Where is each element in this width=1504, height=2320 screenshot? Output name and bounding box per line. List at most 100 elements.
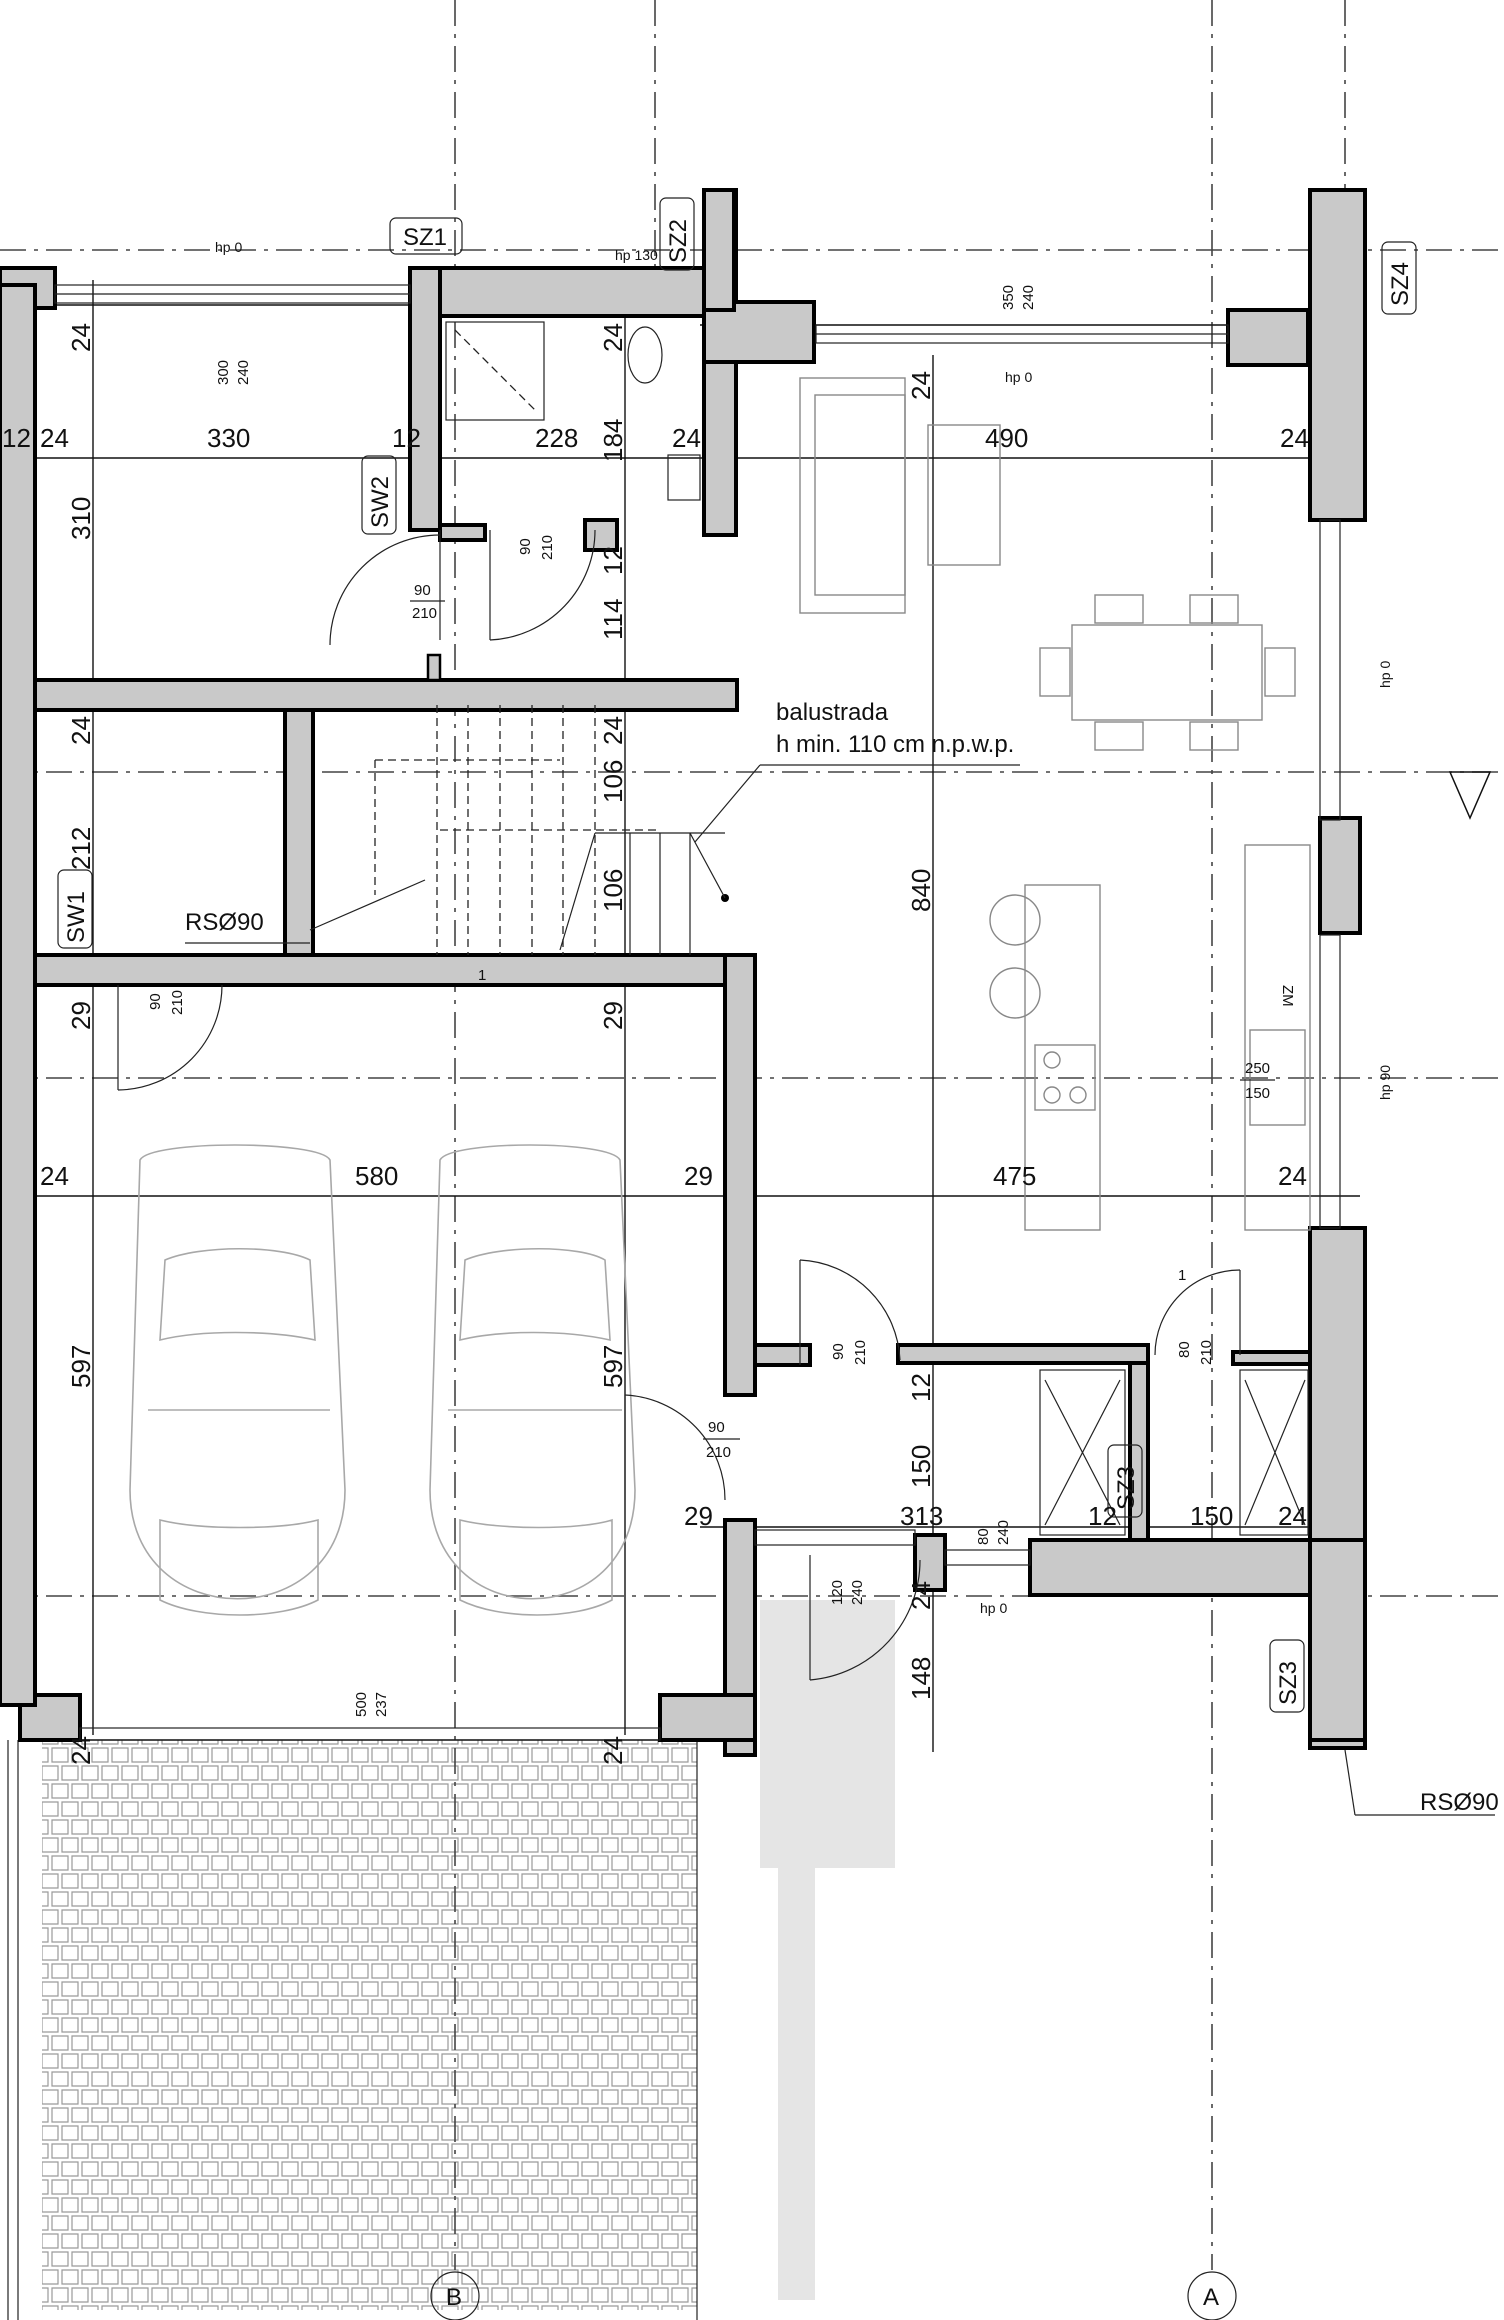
dim-330: 330 xyxy=(207,423,250,453)
living-furniture xyxy=(799,377,1311,1231)
dimension-labels: 24 24 24 12 24 330 12 228 184 24 490 24 … xyxy=(2,323,1309,1765)
dim-29-bottom: 29 xyxy=(684,1501,713,1531)
tag-sz3-bottom: SZ3 xyxy=(1275,1661,1302,1705)
dim-24-kitchen: 24 xyxy=(1278,1161,1307,1191)
notes: balustrada h min. 110 cm n.p.w.p. RSØ90 … xyxy=(185,699,1499,1816)
toilet xyxy=(627,326,663,384)
dim-212: 212 xyxy=(66,827,96,870)
dim-310: 310 xyxy=(66,497,96,540)
dim-24-bottom-right: 24 xyxy=(598,1736,628,1765)
win-250: 250 xyxy=(1245,1060,1270,1077)
dim-29-right: 29 xyxy=(598,1001,628,1030)
dim-475: 475 xyxy=(993,1161,1036,1191)
dim-29-left: 29 xyxy=(66,1001,96,1030)
terrace-area-lower xyxy=(778,1600,895,2300)
win-300-h: 240 xyxy=(235,360,252,385)
dim-12-bottom: 12 xyxy=(1088,1501,1117,1531)
balustrada-line1: balustrada xyxy=(776,699,889,726)
dim-24-stair: 24 xyxy=(598,716,628,745)
win-120: 120 xyxy=(829,1580,846,1605)
dim-150-bottom: 150 xyxy=(1190,1501,1233,1531)
dim-24-c: 24 xyxy=(672,423,701,453)
dim-24-garage: 24 xyxy=(40,1161,69,1191)
hp0-bottom: hp 0 xyxy=(980,1600,1007,1616)
win-237: 237 xyxy=(373,1692,390,1717)
dim-106-b: 106 xyxy=(598,869,628,912)
win-500: 500 xyxy=(353,1692,370,1717)
win-350: 350 xyxy=(1000,285,1017,310)
dim-148: 148 xyxy=(906,1657,936,1700)
axis-labels: B A xyxy=(446,2284,1219,2311)
door-80-h: 210 xyxy=(1198,1340,1215,1365)
tag-sz4: SZ4 xyxy=(1387,262,1414,306)
dim-184: 184 xyxy=(598,419,628,462)
door-e-w: 90 xyxy=(830,1343,847,1360)
hp130: hp 130 xyxy=(615,247,658,263)
hp0-living: hp 0 xyxy=(1005,369,1032,385)
dim-24-bottom-left: 24 xyxy=(66,1736,96,1765)
dim-24-a: 24 xyxy=(40,423,69,453)
staircase xyxy=(309,705,729,955)
windows xyxy=(54,284,1341,1741)
dim-12: 12 xyxy=(598,546,628,575)
axis-bubble-a xyxy=(1187,2271,1237,2320)
tag-sw1: SW1 xyxy=(63,891,90,943)
dim-313: 313 xyxy=(900,1501,943,1531)
door-labels: 90 210 90 210 90 210 90 210 90 210 80 21… xyxy=(147,535,1215,1461)
step-mark-stair: 1 xyxy=(478,967,486,984)
door-a-h: 210 xyxy=(539,535,556,560)
axis-bubble-b xyxy=(430,2271,480,2320)
hp0-top: hp 0 xyxy=(215,239,242,255)
tag-sz1: SZ1 xyxy=(403,224,447,251)
hp-labels: hp 0 hp 130 hp 0 hp 0 hp 90 hp 0 xyxy=(215,239,1393,1616)
doors xyxy=(117,529,1309,1681)
balustrada-line2: h min. 110 cm n.p.w.p. xyxy=(776,731,1014,758)
dim-top-24-right: 24 xyxy=(598,323,628,352)
door-e-h: 210 xyxy=(852,1340,869,1365)
door-c-w: 90 xyxy=(147,993,164,1010)
dim-24-lower-left: 24 xyxy=(66,716,96,745)
rs-right: RSØ90 xyxy=(1420,1789,1499,1816)
dim-12-hall: 12 xyxy=(906,1373,936,1402)
win-350-h: 240 xyxy=(1020,285,1037,310)
axis-label-a: A xyxy=(1203,2284,1219,2311)
dim-29-garage: 29 xyxy=(684,1161,713,1191)
tag-sz3-mid: SZ3 xyxy=(1113,1466,1140,1510)
step-mark-door: 1 xyxy=(1178,1267,1186,1284)
car-left xyxy=(129,1144,346,1616)
tag-boxes xyxy=(57,197,1417,1713)
tag-labels: SZ1 SZ2 SZ4 SW2 SW1 SZ3 SZ3 ZM xyxy=(63,219,1414,1705)
tag-zm: ZM xyxy=(1279,985,1296,1007)
door-b-w: 90 xyxy=(414,582,431,599)
door-a-w: 90 xyxy=(517,538,534,555)
door-80-w: 80 xyxy=(1176,1341,1193,1358)
win-120-h: 240 xyxy=(849,1580,866,1605)
rs-right-leader xyxy=(1344,1749,1356,1816)
hp0-right: hp 0 xyxy=(1377,661,1393,688)
win-80-h: 240 xyxy=(995,1520,1012,1545)
car-right xyxy=(429,1144,636,1616)
door-b-h: 210 xyxy=(412,605,437,622)
dim-490: 490 xyxy=(985,423,1028,453)
dim-597-left: 597 xyxy=(66,1345,96,1388)
dim-228: 228 xyxy=(535,423,578,453)
driveway-paving xyxy=(42,1740,697,2310)
win-150: 150 xyxy=(1245,1085,1270,1102)
dim-114: 114 xyxy=(598,599,628,640)
window-labels: 300 240 350 240 250 150 500 237 120 240 … xyxy=(215,285,1275,1717)
dim-top-24-left: 24 xyxy=(66,323,96,352)
door-d-w: 90 xyxy=(708,1419,725,1436)
dim-h24-upper: 24 xyxy=(906,371,936,400)
tag-sz2: SZ2 xyxy=(665,219,692,263)
hp90: hp 90 xyxy=(1377,1065,1393,1100)
win-80: 80 xyxy=(975,1528,992,1545)
door-c-h: 210 xyxy=(169,990,186,1015)
door-d-h: 210 xyxy=(706,1444,731,1461)
dim-12-left: 12 xyxy=(2,423,31,453)
dim-580: 580 xyxy=(355,1161,398,1191)
balustrada-leader xyxy=(694,764,761,843)
washbasin xyxy=(667,454,701,501)
dim-106-a: 106 xyxy=(598,760,628,803)
dim-840: 840 xyxy=(906,869,936,912)
